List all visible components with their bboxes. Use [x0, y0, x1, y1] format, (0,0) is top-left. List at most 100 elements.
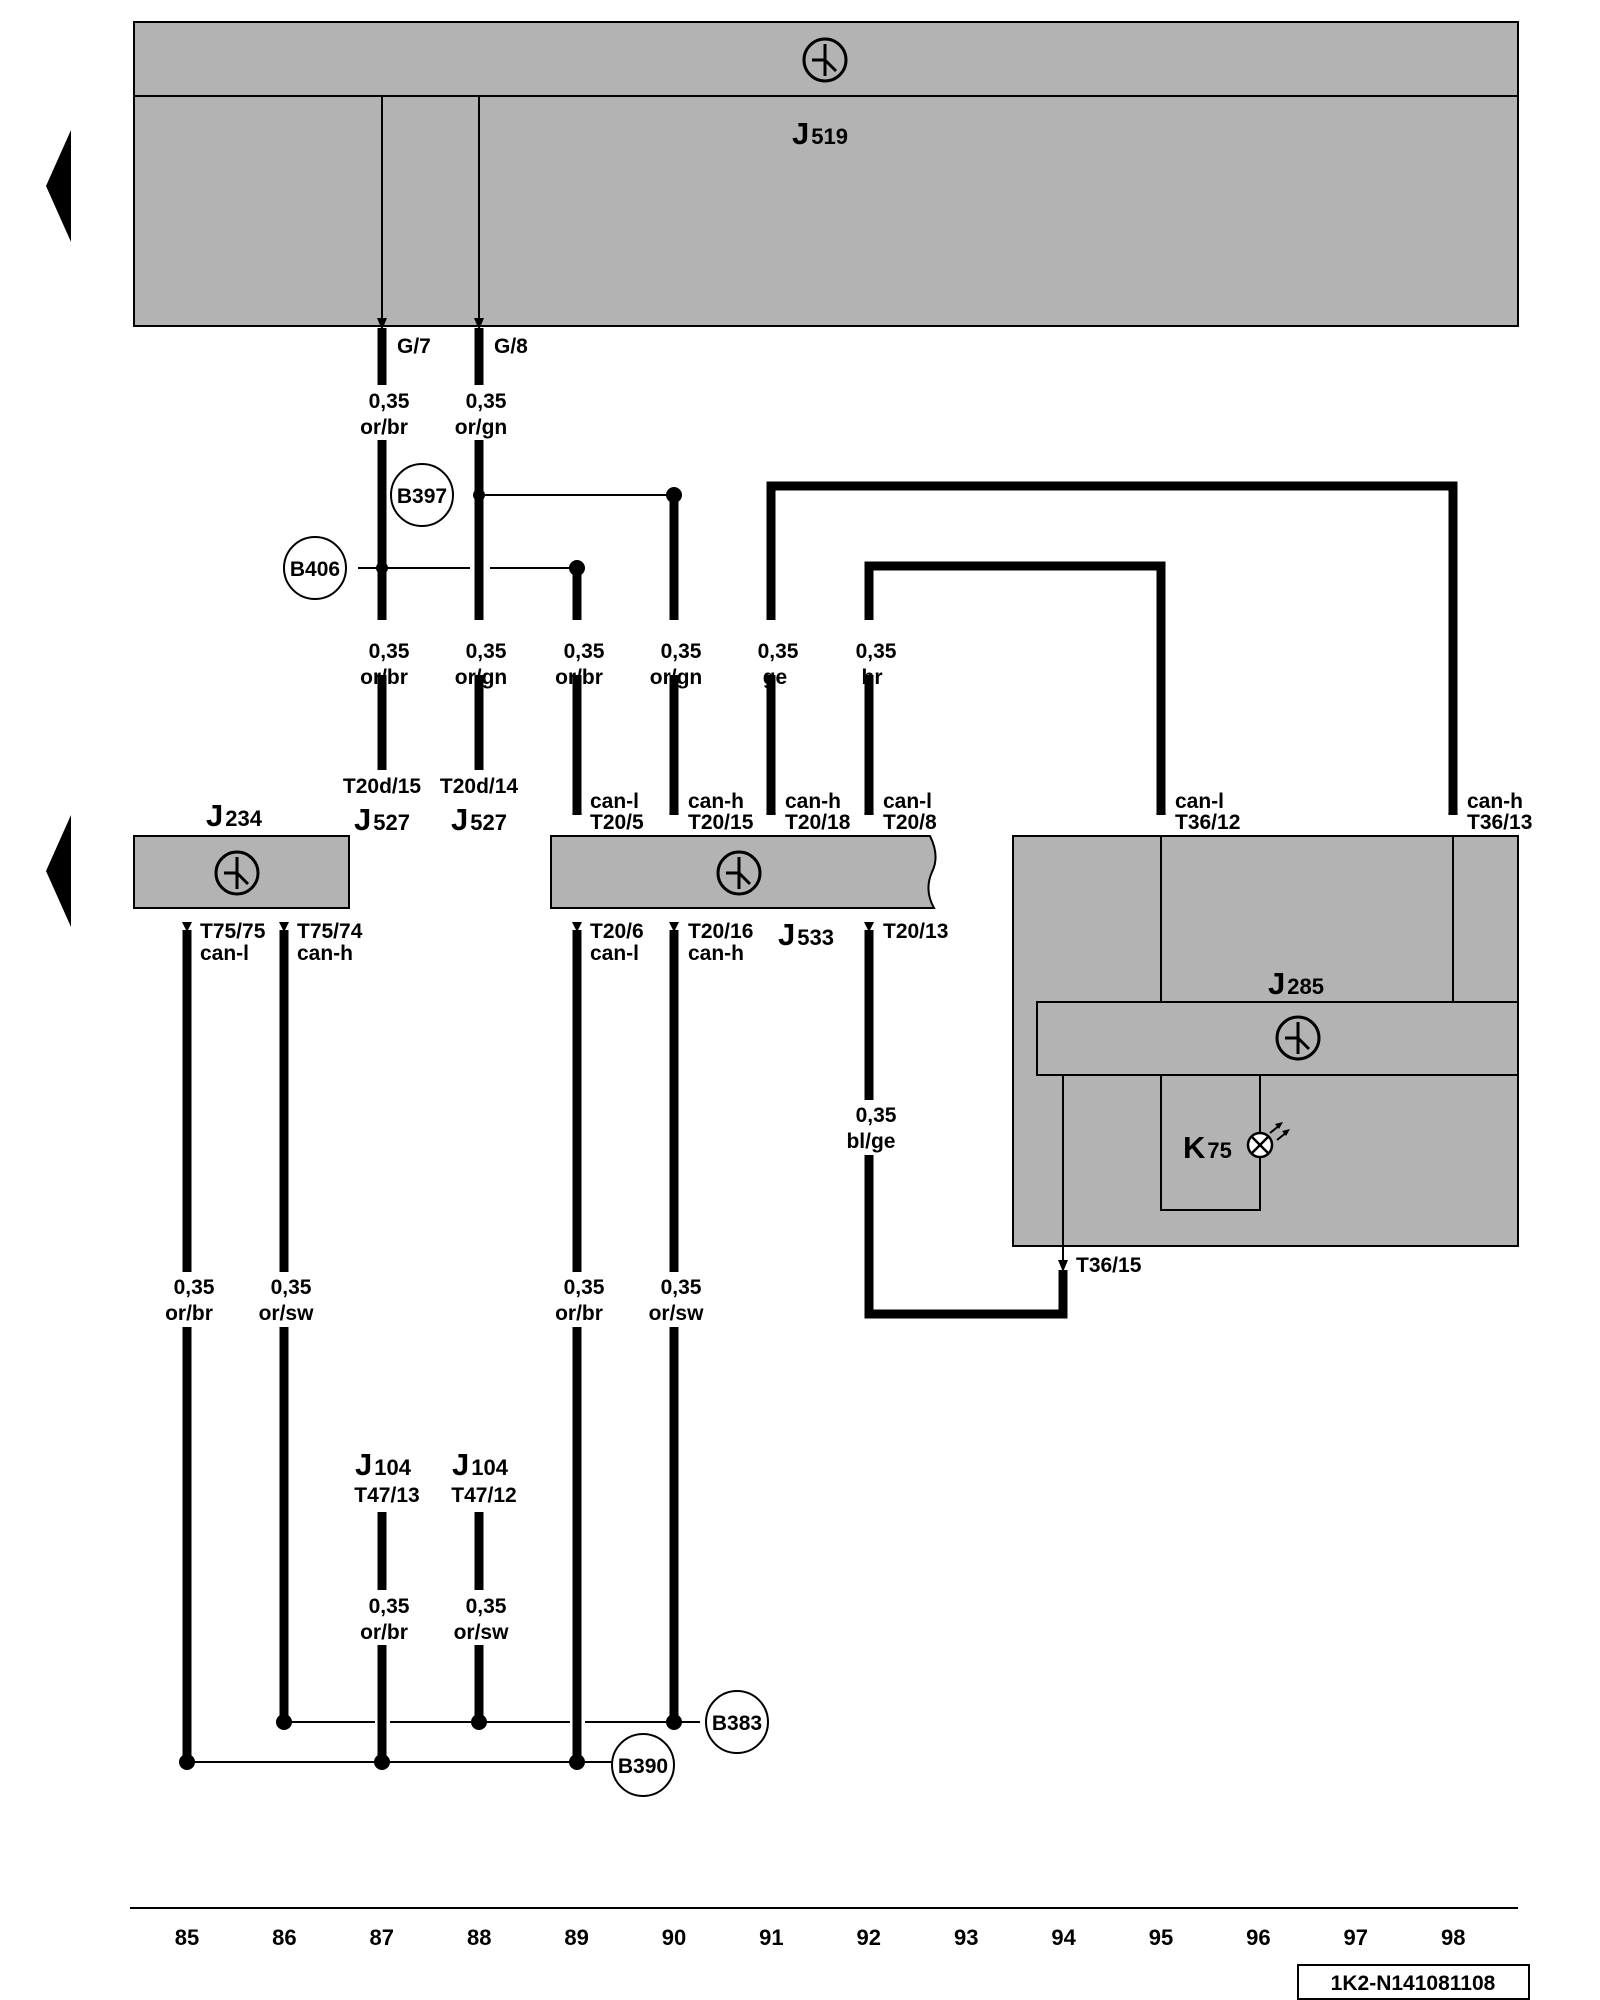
svg-text:or/gn: or/gn	[455, 416, 508, 439]
pin-label: T36/12	[1175, 811, 1240, 834]
svg-text:bl/ge: bl/ge	[846, 1130, 895, 1153]
svg-text:0,35: 0,35	[661, 640, 702, 663]
component-code-k75: K75	[1183, 1130, 1232, 1165]
svg-text:0,35: 0,35	[271, 1276, 312, 1299]
diagram-id-box: 1K2-N141081108	[1297, 1964, 1530, 2000]
svg-text:0,35: 0,35	[856, 1104, 897, 1127]
pin-label: T20/5	[590, 811, 644, 834]
page-back-arrow-icon[interactable]	[46, 130, 71, 242]
svg-text:0,35: 0,35	[466, 1595, 507, 1618]
svg-text:0,35: 0,35	[369, 1595, 410, 1618]
pin-label: T20/8	[883, 811, 937, 834]
component-code-j104: J104	[355, 1447, 412, 1482]
svg-text:0,35: 0,35	[564, 1276, 605, 1299]
component-code-j519: J519	[792, 116, 848, 151]
pin-label: T20/13	[883, 920, 948, 943]
connector-b383: B383	[705, 1690, 769, 1754]
signal-label: can-h	[688, 790, 744, 813]
pin-label: T75/74	[297, 920, 363, 943]
pin-label: G/8	[494, 335, 528, 358]
svg-text:0,35: 0,35	[758, 640, 799, 663]
ruler-number: 86	[272, 1925, 296, 1950]
ruler-number: 93	[954, 1925, 978, 1950]
pin-label: T20d/15	[343, 775, 422, 798]
signal-label: can-l	[200, 942, 249, 965]
warning-lamp-k75: K75	[1183, 1122, 1290, 1165]
control-unit-j285: J285	[1012, 835, 1519, 1265]
svg-text:0,35: 0,35	[564, 640, 605, 663]
pin-label: T20d/14	[440, 775, 519, 798]
svg-text:or/br: or/br	[360, 666, 408, 689]
component-code-j285: J285	[1268, 966, 1324, 1001]
ruler-number: 89	[564, 1925, 588, 1950]
signal-label: can-l	[590, 790, 639, 813]
svg-text:B383: B383	[712, 1712, 762, 1735]
svg-text:or/sw: or/sw	[259, 1302, 315, 1325]
svg-text:or/br: or/br	[165, 1302, 213, 1325]
ruler-number: 97	[1344, 1925, 1368, 1950]
svg-text:or/sw: or/sw	[454, 1621, 510, 1644]
svg-text:or/sw: or/sw	[649, 1302, 705, 1325]
ruler-number: 96	[1246, 1925, 1270, 1950]
svg-text:0,35: 0,35	[856, 640, 897, 663]
svg-text:or/gn: or/gn	[650, 666, 703, 689]
svg-text:or/br: or/br	[555, 666, 603, 689]
pin-label: T75/75	[200, 920, 266, 943]
control-unit-j234: J234	[133, 798, 350, 909]
svg-text:br: br	[862, 666, 883, 689]
ruler-number: 95	[1149, 1925, 1173, 1950]
svg-text:0,35: 0,35	[466, 390, 507, 413]
component-code-j527: J527	[451, 802, 507, 837]
control-unit-icon	[802, 37, 848, 83]
wire-harness	[182, 328, 1458, 1762]
wire-labels: 0,35 or/br 0,35 or/gn 0,35 or/br 0,35 or…	[165, 390, 897, 1644]
pin-label: T36/13	[1467, 811, 1532, 834]
svg-text:or/gn: or/gn	[455, 666, 508, 689]
ruler-number: 92	[857, 1925, 881, 1950]
connector-b390: B390	[611, 1733, 675, 1797]
ruler-number: 98	[1441, 1925, 1465, 1950]
svg-text:or/br: or/br	[360, 416, 408, 439]
signal-label: can-h	[1467, 790, 1523, 813]
svg-text:0,35: 0,35	[369, 640, 410, 663]
signal-label: can-l	[590, 942, 639, 965]
pin-label: T20/15	[688, 811, 754, 834]
signal-label: can-h	[785, 790, 841, 813]
svg-text:0,35: 0,35	[369, 390, 410, 413]
splice-points	[179, 487, 682, 1770]
control-unit-icon	[1275, 1015, 1321, 1061]
control-unit-icon	[214, 850, 260, 896]
svg-text:0,35: 0,35	[466, 640, 507, 663]
splice-lines	[187, 494, 700, 1763]
connector-b406: B406	[283, 536, 347, 600]
control-unit-icon	[716, 850, 762, 896]
component-code-j533: J533	[778, 917, 834, 952]
ruler-number: 91	[759, 1925, 783, 1950]
component-code-j527: J527	[354, 802, 410, 837]
pin-label: T36/15	[1076, 1254, 1142, 1277]
svg-text:B397: B397	[397, 485, 447, 508]
diagram-id: 1K2-N141081108	[1331, 1972, 1496, 1995]
signal-label: can-h	[297, 942, 353, 965]
control-unit-j519: J519	[133, 21, 1519, 327]
pin-arrow-icons	[182, 318, 1458, 1272]
svg-text:ge: ge	[763, 666, 788, 689]
component-code-j104: J104	[452, 1447, 509, 1482]
component-code-j234: J234	[206, 798, 263, 833]
page-back-arrow-icon[interactable]	[46, 815, 71, 927]
ruler-number: 90	[662, 1925, 686, 1950]
svg-text:0,35: 0,35	[661, 1276, 702, 1299]
pin-label: T47/13	[354, 1484, 419, 1507]
signal-label: can-h	[688, 942, 744, 965]
svg-text:B406: B406	[290, 558, 340, 581]
signal-label: can-l	[883, 790, 932, 813]
pin-label: G/7	[397, 335, 431, 358]
pin-label: T20/18	[785, 811, 851, 834]
connector-b397: B397	[390, 463, 454, 527]
ruler-number: 88	[467, 1925, 491, 1950]
ruler-number: 87	[370, 1925, 394, 1950]
svg-text:B390: B390	[618, 1755, 668, 1778]
pin-labels: G/7 G/8 T20d/15 T20d/14 J527 J527 can-l …	[200, 335, 1532, 1507]
